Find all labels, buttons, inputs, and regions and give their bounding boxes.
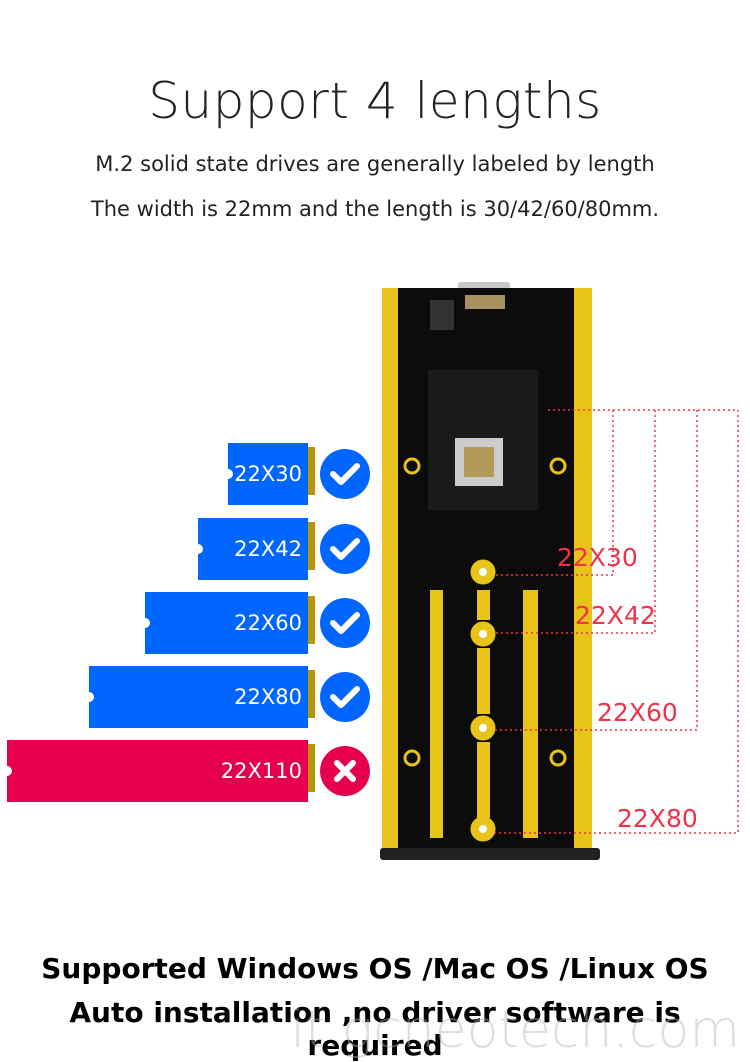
check-icon bbox=[320, 524, 370, 574]
subtitle-line-1: M.2 solid state drives are generally lab… bbox=[95, 152, 655, 176]
drive-label: 22X80 bbox=[234, 685, 302, 709]
enclosure-base bbox=[380, 848, 600, 860]
watermark: it.gcneotech.com bbox=[290, 1000, 740, 1060]
check-icon bbox=[320, 449, 370, 499]
drive-label: 22X42 bbox=[234, 537, 302, 561]
drive-card-22x42: 22X42 bbox=[193, 518, 315, 580]
check-icon bbox=[320, 672, 370, 722]
drive-card-22x30: 22X30 bbox=[223, 443, 315, 505]
length-label-22x30: 22X30 bbox=[557, 543, 638, 572]
length-label-22x60: 22X60 bbox=[597, 698, 678, 727]
subtitle-line-2: The width is 22mm and the length is 30/4… bbox=[90, 197, 660, 221]
drive-card-22x80: 22X80 bbox=[84, 666, 315, 728]
drive-label: 22X60 bbox=[234, 611, 302, 635]
drive-card-22x60: 22X60 bbox=[140, 592, 315, 654]
drive-label: 22X110 bbox=[220, 759, 302, 783]
page-title: Support 4 lengths bbox=[148, 72, 602, 130]
x-icon bbox=[320, 746, 370, 796]
drive-card-22x110: 22X110 bbox=[2, 740, 315, 802]
drive-label: 22X30 bbox=[234, 462, 302, 486]
length-label-22x42: 22X42 bbox=[575, 601, 656, 630]
measure-lines bbox=[495, 409, 739, 834]
check-icon bbox=[320, 598, 370, 648]
length-label-22x80: 22X80 bbox=[617, 804, 698, 833]
driver-free-text: Auto installation ,no driver software is… bbox=[69, 996, 681, 1062]
os-support-text: Supported Windows OS /Mac OS /Linux OS bbox=[41, 952, 709, 985]
